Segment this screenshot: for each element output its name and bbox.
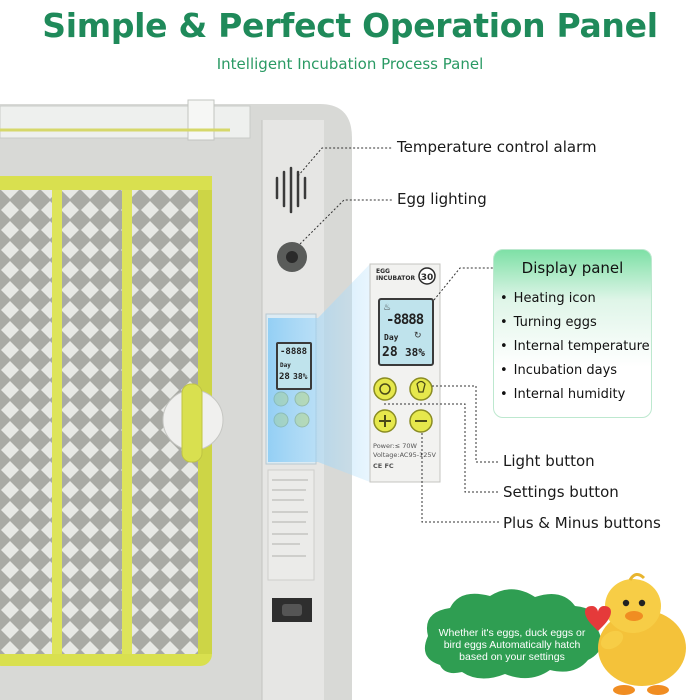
minus-button-graphic: [409, 409, 433, 433]
list-item: Turning eggs: [500, 311, 650, 335]
zoom-beam: [268, 264, 370, 482]
certification-marks: CE FC: [373, 462, 394, 470]
power-spec: Power:≤ 70W: [373, 442, 417, 450]
heart-icon: [585, 606, 611, 631]
heating-icon: ♨: [383, 302, 392, 312]
speaker-grille: [275, 166, 307, 214]
page-title: Simple & Perfect Operation Panel: [42, 6, 658, 45]
turning-eggs-icon: ↻: [414, 330, 422, 340]
note-cloud: [424, 589, 602, 679]
leader-display: [433, 267, 493, 301]
list-item: Heating icon: [500, 287, 650, 311]
leader-temperature: [297, 147, 393, 177]
list-item: Internal temperature: [500, 335, 650, 359]
callout-egg-lighting: Egg lighting: [397, 190, 487, 208]
list-item: Internal humidity: [500, 383, 650, 407]
cloud-note-text: Whether it's eggs, duck eggs or bird egg…: [438, 627, 586, 663]
leader-light: [432, 385, 500, 463]
svg-text:30: 30: [421, 273, 434, 283]
callout-plus-minus-buttons: Plus & Minus buttons: [503, 514, 661, 532]
lcd-days: 28: [382, 345, 398, 360]
small-lcd-humidity: 38%: [293, 372, 308, 381]
brand-line-2: INCUBATOR: [376, 275, 416, 282]
list-item: Incubation days: [500, 359, 650, 383]
lcd-day-label: Day: [384, 333, 399, 342]
small-lcd-day-label: Day: [280, 362, 291, 369]
display-screen: ♨ -8888 Day ↻ 28 38%: [378, 298, 434, 366]
brand-label: EGG INCUBATOR: [376, 268, 415, 282]
display-panel-list: Heating icon Turning eggs Internal tempe…: [500, 287, 650, 407]
light-button-graphic: [409, 377, 433, 401]
small-display-screen: -8888 Day 28 38%: [276, 342, 312, 390]
settings-button-graphic: [373, 377, 397, 401]
lcd-temperature: -8888: [386, 312, 424, 328]
duck-illustration: [598, 573, 686, 695]
leader-settings: [384, 403, 500, 493]
display-panel-box: Display panel Heating icon Turning eggs …: [493, 249, 652, 418]
plus-button-graphic: [373, 409, 397, 433]
brand-line-1: EGG: [376, 268, 390, 275]
voltage-spec: Voltage:AC95-125V: [373, 451, 436, 459]
leader-lighting: [299, 199, 393, 245]
spec-label: Power:≤ 70W Voltage:AC95-125V CE FC: [373, 442, 436, 471]
callout-settings-button: Settings button: [503, 483, 619, 501]
small-lcd-days: 28: [279, 372, 290, 382]
leader-plusminus: [421, 433, 500, 523]
small-lcd-temperature: -8888: [280, 347, 308, 357]
lcd-humidity: 38%: [405, 346, 425, 359]
display-panel-title: Display panel: [521, 259, 624, 277]
callout-temperature-alarm: Temperature control alarm: [397, 138, 597, 156]
callout-light-button: Light button: [503, 452, 595, 470]
page-subtitle: Intelligent Incubation Process Panel: [216, 55, 484, 73]
